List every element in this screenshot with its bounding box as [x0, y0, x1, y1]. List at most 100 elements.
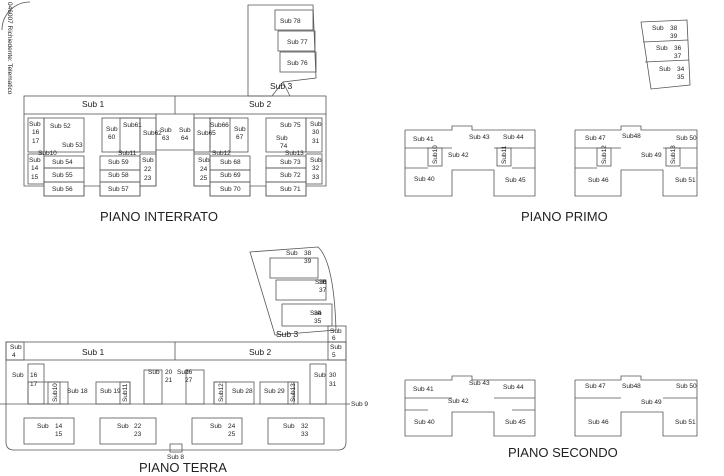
room-sub12-terra: [213, 381, 227, 405]
label-sub24-terra-num: 24: [228, 423, 236, 430]
label-sub16-terra-num: 16: [30, 372, 38, 379]
room-sub22-terra: [99, 417, 157, 445]
label-sub41: Sub 41: [413, 136, 434, 143]
room-sub11-primo: [496, 147, 512, 167]
label-sub11: Sub11: [118, 150, 137, 157]
label-sub26: Sub: [177, 369, 189, 376]
label-sub1-terra: Sub 1: [82, 347, 104, 357]
label-sub62: Sub62: [143, 130, 162, 137]
label-sub44-s: Sub 44: [503, 384, 524, 391]
label-sub54: Sub 54: [52, 159, 73, 166]
label-sub10-primo: Sub10: [432, 145, 439, 164]
label-sub31: 31: [312, 138, 320, 145]
label-sub12-terra: Sub12: [218, 383, 225, 402]
label-sub30-terra: Sub: [314, 372, 326, 379]
label-sub66: Sub66: [210, 122, 229, 129]
label-sub30: Sub: [310, 121, 322, 128]
room-sub6: [327, 325, 347, 343]
label-sub18: Sub 18: [67, 388, 88, 395]
label-sub23-terra: 23: [134, 431, 142, 438]
plan-piano-secondo: Sub 41 Sub 43 Sub 44 Sub 42 Sub 40 Sub 4…: [404, 375, 698, 460]
label-sub34-terra-num: 34: [314, 310, 322, 317]
label-sub15-terra: 15: [55, 431, 63, 438]
label-sub16-terra: Sub: [12, 372, 24, 379]
room-sub13-primo: [665, 147, 681, 167]
label-sub56: Sub 56: [52, 186, 73, 193]
label-sub72: Sub 72: [280, 172, 301, 179]
label-sub22-terra-num: 22: [134, 423, 142, 430]
outline-secondo-right: [574, 375, 698, 437]
corridor-terra: [5, 341, 347, 361]
room-sub4: [5, 341, 25, 361]
label-sub2: Sub 2: [249, 99, 271, 109]
label-sub46: Sub 46: [588, 177, 609, 184]
label-sub36-primo: Sub: [656, 45, 668, 52]
label-sub70: Sub 70: [220, 186, 241, 193]
room-sub36-terra: [275, 279, 327, 301]
room-sub16-terra: [27, 363, 45, 405]
label-sub42-s: Sub 42: [448, 398, 469, 405]
label-sub8: Sub 8: [167, 454, 184, 461]
label-sub35-primo: 35: [677, 74, 685, 81]
label-sub30-terra-num: 30: [329, 372, 337, 379]
room-sub29: [259, 381, 295, 405]
label-sub39-primo: 39: [670, 33, 678, 40]
label-sub14: Sub: [29, 157, 41, 164]
label-sub10-terra: Sub10: [52, 383, 59, 402]
label-sub50-s: Sub 50: [676, 383, 697, 390]
room-sub13-terra: [287, 381, 299, 405]
room-sub32-terra: [267, 417, 325, 445]
label-sub30-num: 30: [312, 129, 320, 136]
label-sub49-s: Sub 49: [641, 399, 662, 406]
label-sub22: Sub: [142, 157, 154, 164]
label-sub9: Sub 9: [351, 401, 368, 408]
label-sub55: Sub 55: [52, 172, 73, 179]
plan-piano-terra: Sub 38 39 Sub 36 37 Sub 34 35 Sub 3 Sub …: [0, 246, 368, 475]
label-sub40: Sub 40: [414, 176, 435, 183]
label-sub41-s: Sub 41: [413, 386, 434, 393]
label-sub77: Sub 77: [287, 39, 308, 46]
label-sub3-terra: Sub 3: [276, 329, 298, 339]
label-sub51-s: Sub 51: [675, 419, 696, 426]
label-sub48-s: Sub48: [622, 383, 641, 390]
label-sub24-num: 24: [200, 166, 208, 173]
label-sub16: Sub: [29, 121, 41, 128]
label-sub11-terra: Sub11: [122, 383, 129, 402]
label-sub32: Sub: [310, 157, 322, 164]
label-sub58: Sub 58: [108, 172, 129, 179]
label-sub33-terra: 33: [301, 431, 309, 438]
label-sub67: Sub: [234, 126, 246, 133]
label-sub17: 17: [32, 138, 40, 145]
label-sub45-s: Sub 45: [505, 419, 526, 426]
label-sub17-terra: 17: [30, 381, 38, 388]
label-sub32-num: 32: [312, 165, 320, 172]
room-sub30-terra: [309, 363, 327, 405]
room-sub14-terra: [23, 417, 75, 445]
label-sub52: Sub 52: [50, 123, 71, 130]
room-sub57: [99, 181, 141, 197]
label-sub5-num: 5: [332, 352, 336, 359]
label-sub48: Sub48: [622, 133, 641, 140]
label-sub57: Sub 57: [108, 186, 129, 193]
label-sub21: 21: [165, 377, 173, 384]
label-sub74-num: 74: [280, 143, 288, 150]
label-sub29: Sub 29: [264, 388, 285, 395]
label-sub38-terra-num: 38: [304, 250, 312, 257]
room-sub10-primo: [427, 147, 443, 167]
label-sub60-num: 60: [108, 134, 116, 141]
label-sub16-num: 16: [32, 129, 40, 136]
label-sub59: Sub 59: [108, 159, 129, 166]
label-sub76: Sub 76: [287, 60, 308, 67]
label-sub38-terra: Sub: [286, 250, 298, 257]
label-sub3: Sub 3: [270, 81, 292, 91]
label-sub74: Sub: [276, 135, 288, 142]
room-sub34-terra: [281, 303, 333, 327]
label-sub6: Sub: [330, 328, 342, 335]
room-sub38-terra: [269, 257, 319, 279]
room-sub62: [139, 117, 157, 153]
label-sub47-s: Sub 47: [585, 383, 606, 390]
label-sub35-terra: 35: [314, 318, 322, 325]
label-sub28: Sub 28: [232, 388, 253, 395]
side-label-group: 046007 Richiedente: Telematico: [1, 1, 31, 95]
label-sub11-primo: Sub11: [501, 145, 508, 164]
